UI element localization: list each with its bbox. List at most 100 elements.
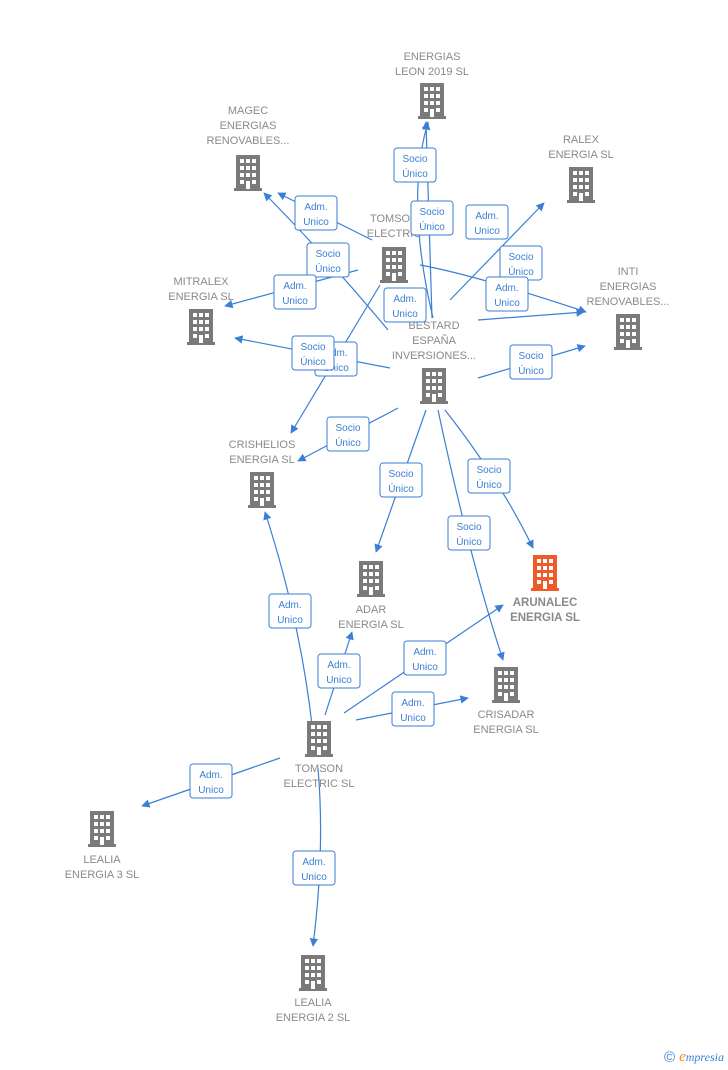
relation-text: Socio [402, 154, 427, 165]
building-icon [187, 309, 215, 345]
company-name-line: ENERGIA SL [510, 612, 580, 624]
relation-text: Socio [508, 252, 533, 263]
company-name-line: RALEX [563, 134, 600, 146]
relation-label[interactable]: Adm.Unico [391, 691, 435, 727]
relation-text: Unico [303, 217, 329, 228]
relation-text: Adm. [413, 647, 436, 658]
relation-text: Único [315, 262, 341, 275]
relation-text: Único [518, 364, 544, 377]
company-name-line: RENOVABLES... [587, 296, 670, 308]
company-node-tomson-top[interactable]: TOMSON ELECTRIC [367, 213, 421, 283]
relation-text: Socio [388, 469, 413, 480]
relation-text: Adm. [475, 211, 498, 222]
relation-label[interactable]: Adm.Unico [292, 850, 336, 886]
relation-text: Socio [335, 423, 360, 434]
relation-text: Adm. [401, 698, 424, 709]
company-name-line: TOMSON [295, 763, 343, 775]
relation-box [317, 653, 361, 689]
building-icon [492, 667, 520, 703]
relation-text: Adm. [393, 294, 416, 305]
company-name-line: LEON 2019 SL [395, 66, 469, 78]
relation-text: Unico [326, 675, 352, 686]
relation-label[interactable]: Adm. Unico [268, 593, 312, 629]
building-icon [531, 555, 559, 591]
company-node-magec[interactable]: MAGECENERGIASRENOVABLES... [207, 105, 290, 191]
company-name-line: TOMSON [370, 213, 418, 225]
relation-box [189, 763, 233, 799]
company-node-inti[interactable]: INTIENERGIASRENOVABLES... [587, 266, 670, 350]
building-icon [418, 83, 446, 119]
company-node-arunalec[interactable]: ARUNALEC ENERGIA SL [510, 555, 580, 624]
relation-text: Unico [412, 662, 438, 673]
company-node-tomson-bottom[interactable]: TOMSON ELECTRIC SL [284, 721, 355, 790]
company-name-line: ELECTRIC [367, 228, 421, 240]
relation-label[interactable]: Adm.Unico [294, 195, 338, 231]
relation-label[interactable]: Adm. Unico [485, 276, 529, 312]
relation-box [465, 204, 509, 240]
relation-label[interactable]: Adm.Unico [189, 763, 233, 799]
company-name-line: ENERGIAS [220, 120, 277, 132]
brand-e: e [679, 1049, 686, 1065]
relation-text: Adm. [324, 348, 347, 359]
relation-label[interactable]: Adm.Unico [317, 653, 361, 689]
company-name-line: ENERGIA SL [338, 619, 403, 631]
relation-text: Socio [476, 465, 501, 476]
relation-text: Unico [277, 615, 303, 626]
brand-logo: © empresia [664, 1049, 724, 1066]
company-name-line: ENERGIA SL [229, 454, 294, 466]
company-name-line: ESPAÑA [412, 334, 456, 347]
relation-edge [477, 308, 585, 321]
relation-text: Único [402, 167, 428, 180]
company-node-crishelios[interactable]: CRISHELIOS ENERGIA SL [229, 439, 296, 508]
relation-text: Único [419, 220, 445, 233]
relation-text: Unico [474, 226, 500, 237]
relation-text: Adm. [283, 281, 306, 292]
relation-box [410, 200, 454, 236]
relation-text: Único [476, 478, 502, 491]
relation-text: Único [300, 355, 326, 368]
relation-box [292, 850, 336, 886]
relation-text: Único [388, 482, 414, 495]
building-icon [380, 247, 408, 283]
relation-text: Unico [494, 298, 520, 309]
relation-box [467, 458, 511, 494]
relation-box [393, 147, 437, 183]
company-name-line: LEALIA [83, 854, 121, 866]
relation-text: Único [508, 265, 534, 278]
copyright-icon: © [664, 1049, 676, 1066]
relation-box [485, 276, 529, 312]
relation-text: Adm. [495, 283, 518, 294]
relation-label[interactable]: Adm. Unico [403, 640, 447, 676]
company-name-line: ELECTRIC SL [284, 778, 355, 790]
relation-box [391, 691, 435, 727]
relation-label[interactable]: Adm.Unico [383, 287, 427, 323]
company-name-line: CRISHELIOS [229, 439, 296, 451]
company-name-line: ARUNALEC [513, 597, 578, 609]
company-node-bestard[interactable]: BESTARDESPAÑAINVERSIONES... [392, 320, 476, 404]
relation-label[interactable]: Adm. Unico [465, 204, 509, 240]
company-name-line: MITRALEX [173, 276, 229, 288]
company-name-line: CRISADAR [478, 709, 535, 721]
relation-label[interactable]: Adm.Unico [273, 274, 317, 310]
relation-text: Adm. [278, 600, 301, 611]
relation-text: Unico [301, 872, 327, 883]
